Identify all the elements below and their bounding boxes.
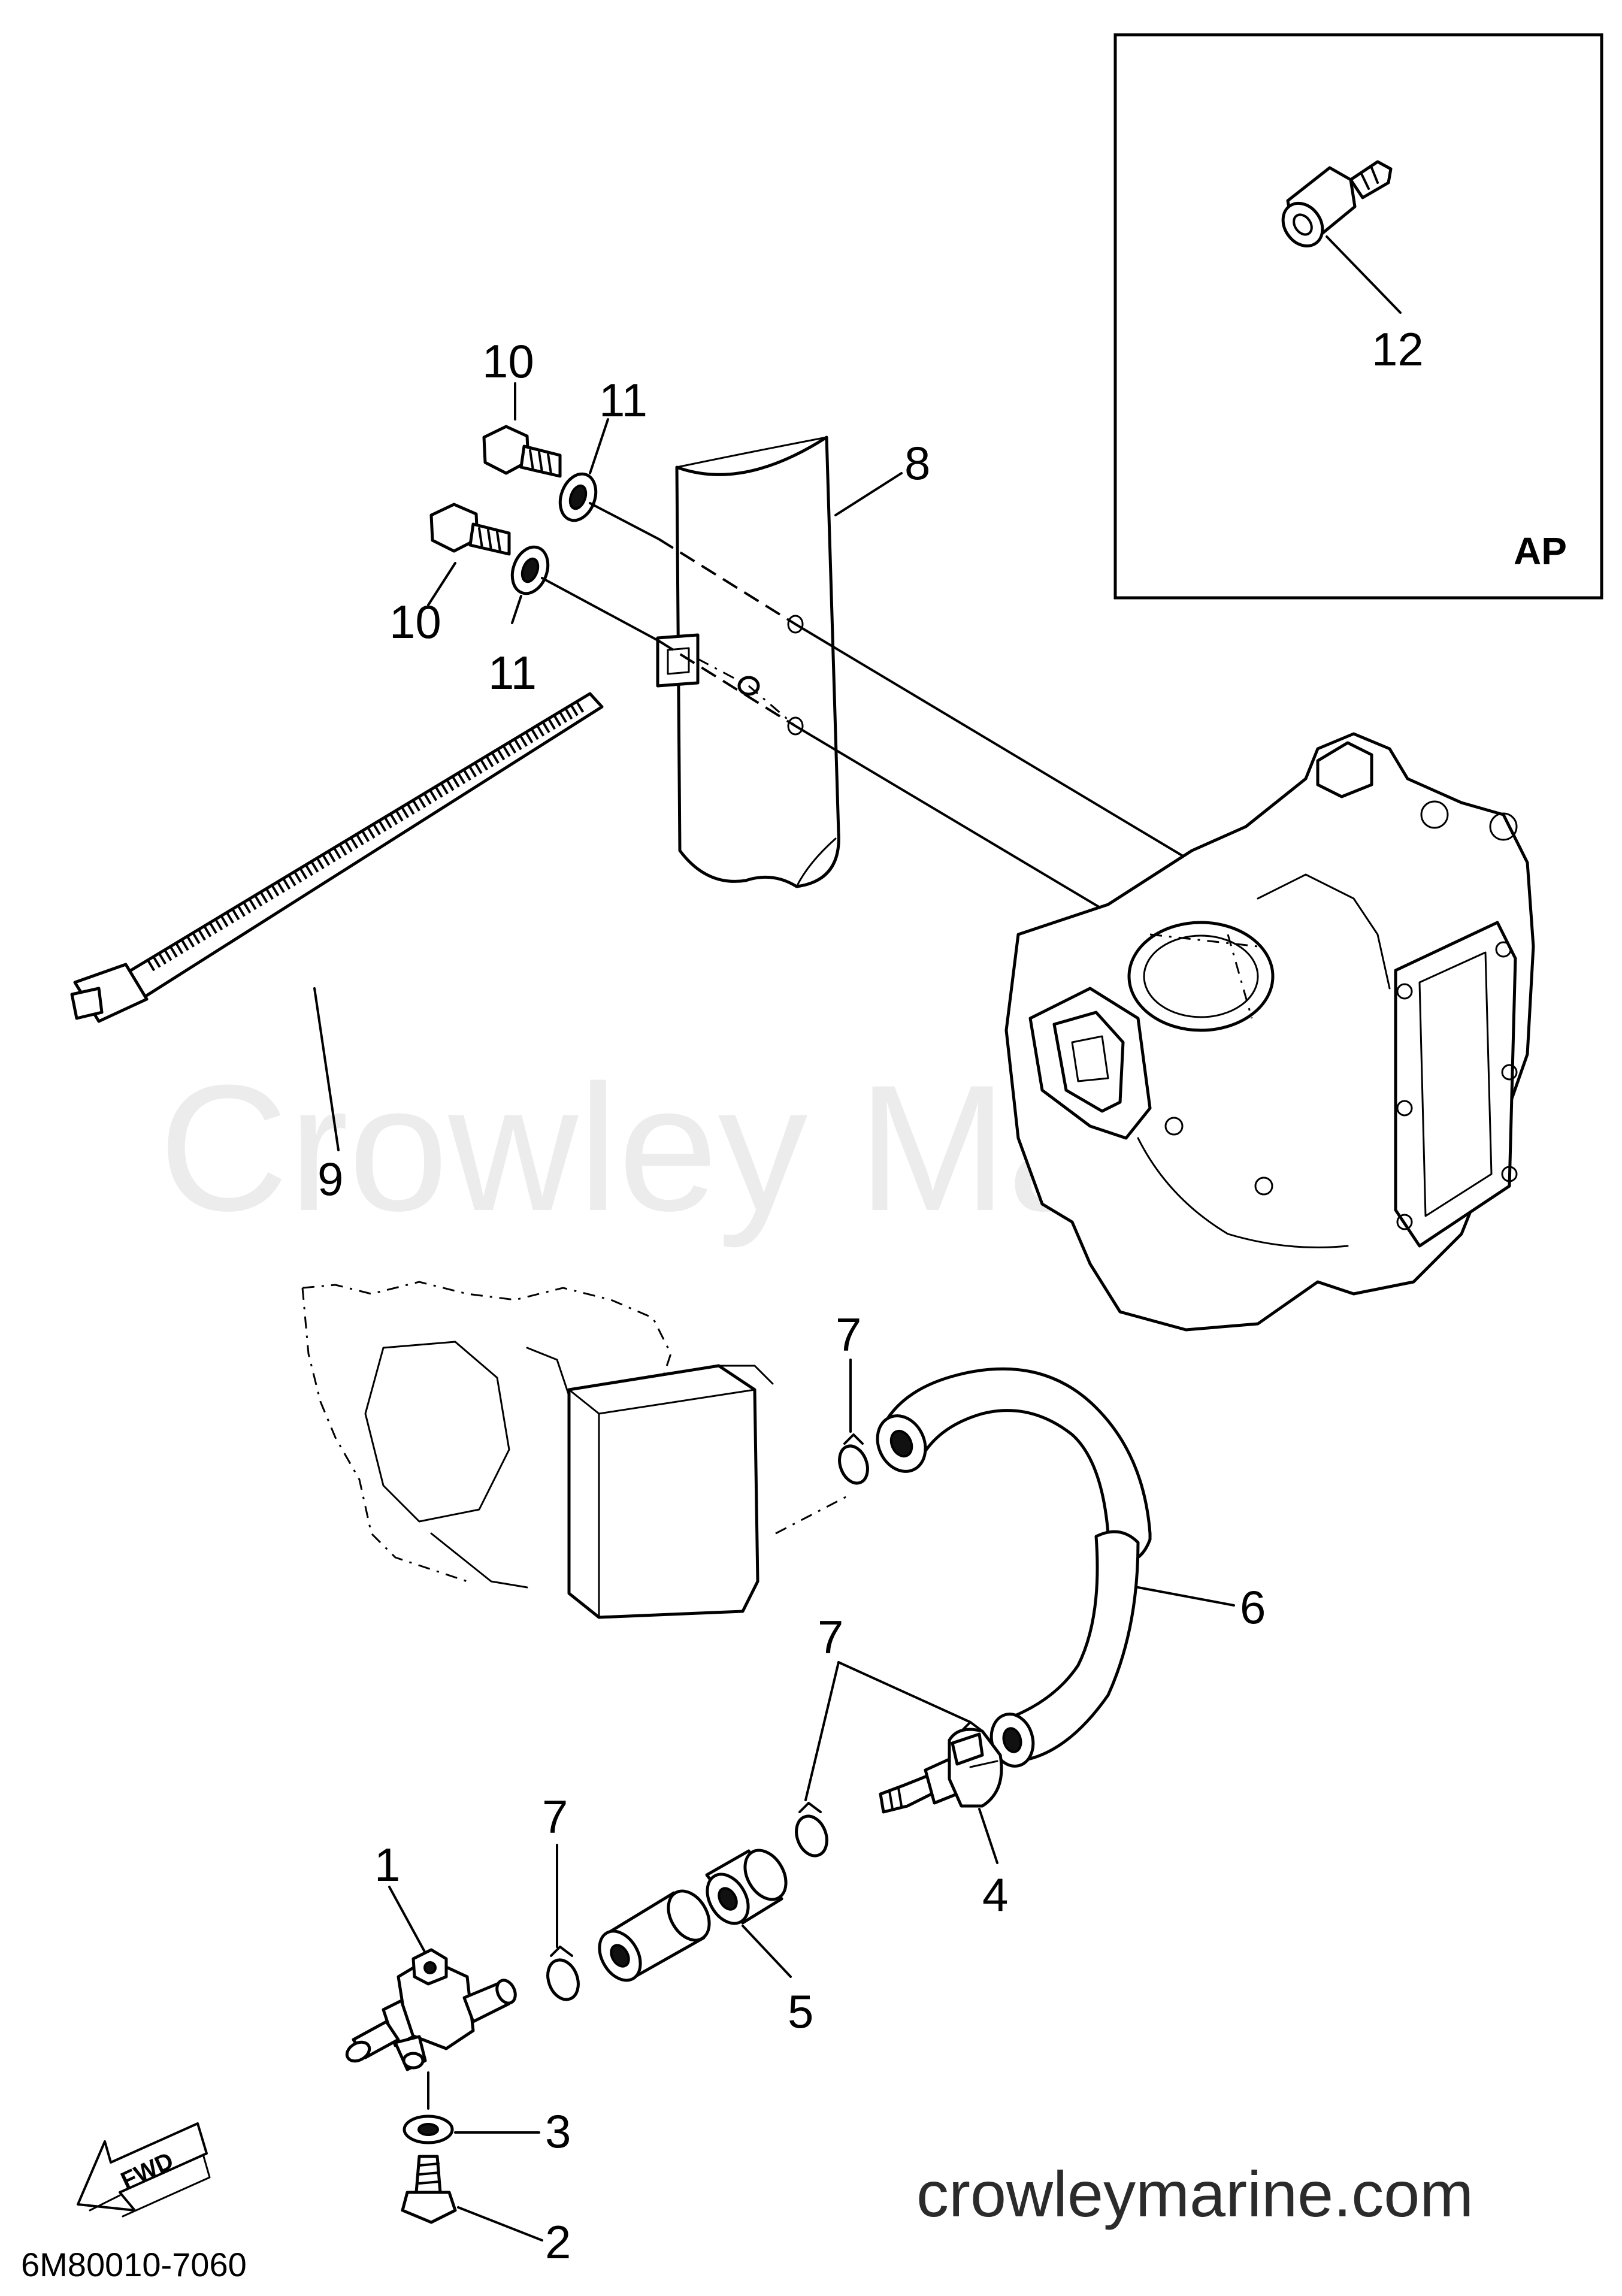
part-10-bolt-upper [482,425,562,478]
callout-4: 4 [982,1868,1008,1921]
carburetor-assembly [301,1281,774,1619]
part-7-clip-upper [838,1433,869,1485]
part-5-hose-left [598,1889,711,1982]
engine-block [1004,732,1535,1332]
callout-3: 3 [545,2105,571,2158]
part-1-fuel-valve [345,1948,517,2071]
callout-8: 8 [904,437,930,489]
callout-7-lower: 7 [542,1790,568,1843]
callout-10-lower: 10 [389,595,441,648]
part-6-hose [876,1367,1152,1768]
callout-1: 1 [374,1838,400,1891]
part-11-washer-upper [558,472,598,522]
part-4-fitting [879,1728,1003,1814]
diagram-code: 6M80010-7060 [21,2246,247,2283]
callout-10-upper: 10 [482,335,534,388]
callout-7-upper: 7 [836,1308,861,1361]
website-text: crowleymarine.com [916,2158,1473,2230]
part-7-clip-lower [546,1946,580,2001]
part-10-bolt-lower [429,503,511,556]
part-3-washer [403,2115,454,2144]
callout-6: 6 [1240,1581,1266,1633]
part-12-fitting [1281,160,1393,248]
callout-11-lower: 11 [488,646,537,699]
callout-9: 9 [317,1152,343,1205]
forward-direction-arrow: FWD [77,2122,211,2218]
part-9-cable-tie [70,692,604,1023]
callout-12: 12 [1372,323,1424,376]
inset-box: AP 12 [1113,33,1603,600]
part-11-washer-lower [510,545,550,595]
callout-2: 2 [545,2216,571,2268]
part-5-hose-right [705,1849,788,1925]
part-8-cover [656,435,840,888]
part-7-clip-middle-left [795,1802,828,1858]
inset-label: AP [1514,530,1567,573]
callout-5: 5 [788,1985,813,2038]
callout-11-upper: 11 [599,374,647,426]
part-2-screw [401,2155,457,2224]
callout-7-middle: 7 [818,1611,843,1663]
